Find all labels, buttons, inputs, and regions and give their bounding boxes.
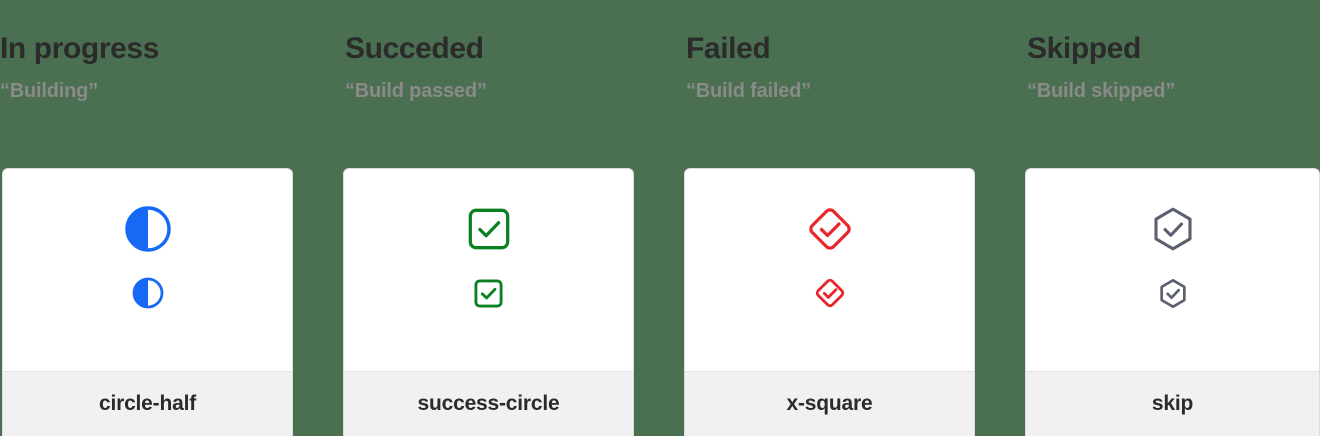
status-column-skipped: Skipped “Build skipped” — [1023, 0, 1320, 436]
icon-name-label: x-square — [786, 392, 873, 415]
icon-name-label: success-circle — [417, 392, 560, 415]
skip-icon-large — [1149, 205, 1197, 253]
icon-card-body — [344, 169, 633, 371]
status-phrase: “Building” — [0, 80, 98, 102]
success-circle-icon-large — [465, 205, 513, 253]
icon-card-footer: skip — [1026, 371, 1319, 436]
status-title: Skipped — [1027, 32, 1141, 65]
icon-card-footer: success-circle — [344, 371, 633, 436]
icon-card-success-circle[interactable]: success-circle — [343, 168, 634, 436]
status-column-in-progress: In progress “Building” — [0, 0, 341, 436]
status-title: Succeded — [345, 32, 484, 65]
x-square-icon-small — [814, 277, 846, 309]
icon-card-body — [3, 169, 292, 371]
status-phrase: “Build skipped” — [1027, 80, 1176, 102]
icon-card-footer: x-square — [685, 371, 974, 436]
icon-card-body — [685, 169, 974, 371]
x-square-icon-large — [806, 205, 854, 253]
skip-icon-small — [1157, 277, 1189, 309]
status-phrase: “Build passed” — [345, 80, 487, 102]
icon-name-label: circle-half — [98, 392, 196, 415]
status-heading-group: Failed “Build failed” — [686, 32, 1016, 102]
icon-card-body — [1026, 169, 1319, 371]
status-phrase: “Build failed” — [686, 80, 811, 102]
status-column-succeded: Succeded “Build passed” — [341, 0, 682, 436]
status-column-failed: Failed “Build failed” — [682, 0, 1023, 436]
icon-name-label: skip — [1151, 392, 1194, 415]
status-title: In progress — [0, 32, 159, 65]
icon-card-circle-half[interactable]: circle-half — [2, 168, 293, 436]
icon-card-x-square[interactable]: x-square — [684, 168, 975, 436]
status-title: Failed — [686, 32, 771, 65]
icon-card-footer: circle-half — [3, 371, 292, 436]
success-circle-icon-small — [473, 277, 505, 309]
status-heading-group: In progress “Building” — [0, 32, 330, 102]
circle-half-icon-small — [132, 277, 164, 309]
status-heading-group: Skipped “Build skipped” — [1027, 32, 1320, 102]
circle-half-icon-large — [124, 205, 172, 253]
status-heading-group: Succeded “Build passed” — [345, 32, 675, 102]
icon-card-skip[interactable]: skip — [1025, 168, 1320, 436]
